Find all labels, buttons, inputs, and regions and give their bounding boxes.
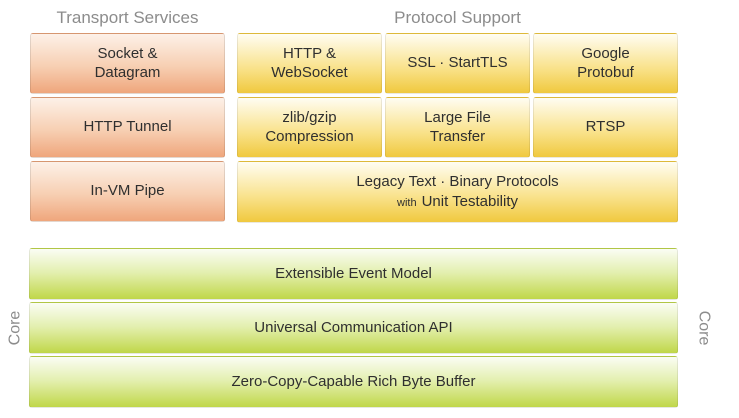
block-rtsp: RTSP [533,97,678,158]
block-google-protobuf: Google Protobuf [533,33,678,94]
core-label-right: Core [680,248,726,408]
block-universal-communication-api: Universal Communication API [29,302,678,354]
block-ssl-starttls: SSL · StartTLS [385,33,530,94]
block-zlib-gzip-compression: zlib/gzip Compression [237,97,382,158]
block-http-websocket: HTTP & WebSocket [237,33,382,94]
core-label-right-text: Core [695,310,712,346]
legacy-with-prefix: with [397,196,417,209]
block-http-tunnel: HTTP Tunnel [30,97,225,158]
protocol-support-grid: HTTP & WebSocket SSL · StartTLS Google P… [237,33,678,223]
core-label-left: Core [0,248,30,408]
legacy-protocols-line2: with Unit Testability [397,193,518,211]
transport-services-title: Transport Services [56,8,199,27]
core-label-left-text: Core [6,310,23,346]
legacy-protocols-line1: Legacy Text · Binary Protocols [356,173,559,191]
block-large-file-transfer: Large File Transfer [385,97,530,158]
block-zero-copy-byte-buffer: Zero-Copy-Capable Rich Byte Buffer [29,356,678,408]
block-in-vm-pipe: In-VM Pipe [30,161,225,222]
block-legacy-protocols: Legacy Text · Binary Protocols with Unit … [237,161,678,223]
transport-services-column: Socket & Datagram HTTP Tunnel In-VM Pipe [30,33,225,222]
block-socket-datagram: Socket & Datagram [30,33,225,94]
legacy-unit-testability: Unit Testability [421,192,518,210]
block-extensible-event-model: Extensible Event Model [29,248,678,300]
core-section: Extensible Event Model Universal Communi… [29,248,678,408]
protocol-support-title: Protocol Support [394,8,521,27]
